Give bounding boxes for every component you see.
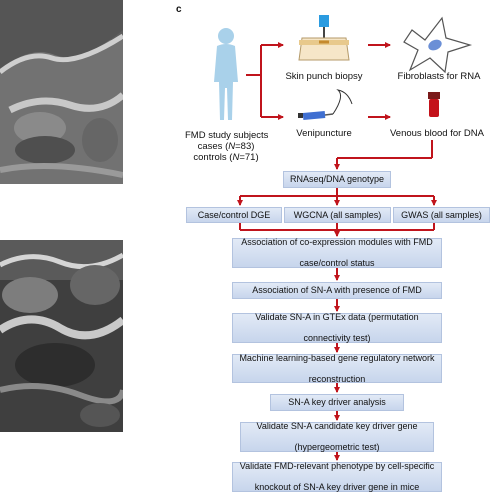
study-subjects-label: FMD study subjects cases (N=83) controls… (185, 130, 269, 163)
panel-label: c (176, 4, 182, 15)
dge-box: Case/control DGE (186, 207, 282, 223)
fibroblast-cell-icon (403, 16, 473, 74)
skin-biopsy-icon (298, 15, 350, 61)
gwas-box: GWAS (all samples) (393, 207, 490, 223)
syringe-icon (298, 89, 353, 120)
blood-tube-icon (428, 92, 440, 117)
key-driver-box: SN-A key driver analysis (270, 394, 404, 411)
fibroblasts-label: Fibroblasts for RNA (397, 71, 481, 82)
microscopy-image-top (0, 0, 123, 184)
ml-network-box: Machine learning-based gene regulatory n… (232, 353, 442, 384)
venous-blood-label: Venous blood for DNA (389, 128, 484, 139)
wgcna-box: WGCNA (all samples) (284, 207, 391, 223)
hypergeometric-box: Validate SN-A candidate key driver gene(… (240, 421, 434, 452)
assoc-sna-box: Association of SN-A with presence of FMD (232, 282, 442, 299)
knockout-box: Validate FMD-relevant phenotype by cell-… (232, 461, 442, 492)
skin-biopsy-label: Skin punch biopsy (285, 71, 363, 82)
assoc-modules-box: Association of co-expression modules wit… (232, 237, 442, 268)
microscopy-image-bottom (0, 240, 123, 432)
person-figure-icon (214, 28, 238, 120)
venipuncture-label: Venipuncture (296, 128, 352, 139)
genotype-box: RNAseq/DNA genotype (283, 171, 391, 188)
